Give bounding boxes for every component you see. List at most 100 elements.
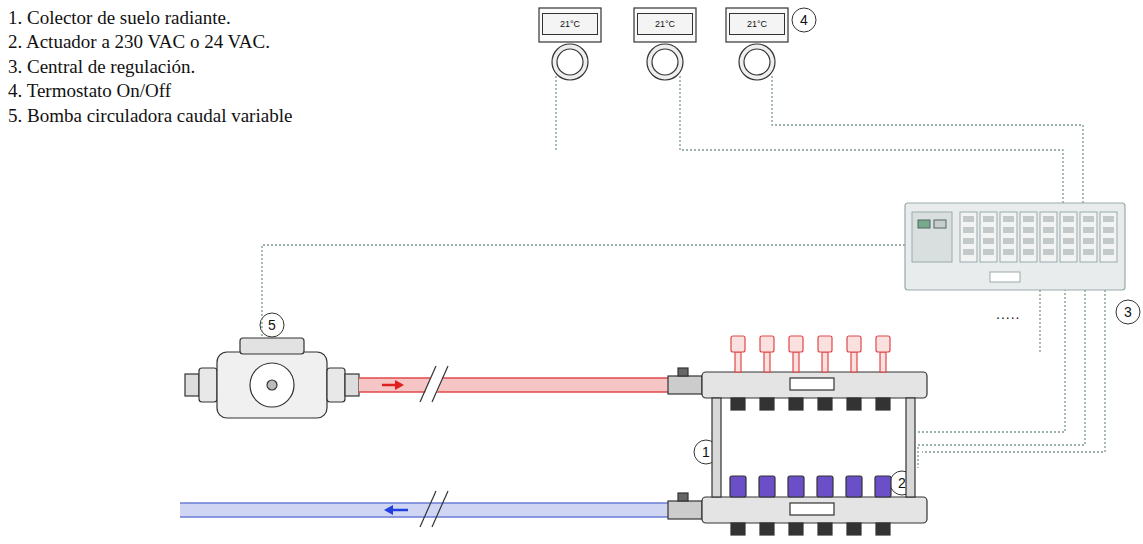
manifold-outlet	[847, 398, 861, 410]
terminal-module	[1103, 216, 1114, 222]
flow-meter	[822, 352, 828, 372]
thermostat-body	[647, 44, 683, 80]
control-wire	[555, 76, 556, 150]
terminal-module	[1080, 212, 1097, 262]
manifold-outlet	[876, 523, 890, 535]
continuation-mark: .....	[996, 306, 1020, 322]
terminal-module	[983, 238, 994, 244]
terminal-module	[1020, 212, 1037, 262]
control-wire	[1039, 290, 1040, 352]
part-list-item: 4. Termostato On/Off	[8, 79, 171, 103]
manifold	[702, 497, 927, 523]
manifold	[906, 398, 915, 497]
terminal-module	[1043, 238, 1054, 244]
callout-number: 1	[702, 444, 710, 460]
manifold-outlet	[876, 398, 890, 410]
control-unit	[934, 220, 946, 228]
circulator-pump	[185, 338, 359, 418]
terminal-module	[1043, 249, 1054, 255]
thermostat-body	[552, 44, 588, 80]
terminal-module	[1063, 227, 1074, 233]
supply-pipe	[420, 366, 436, 402]
return-pipe	[180, 491, 671, 527]
manifold-outlet	[818, 523, 832, 535]
circulator-pump	[327, 368, 345, 402]
manifold-outlet	[847, 523, 861, 535]
terminal-module	[983, 249, 994, 255]
thermostat-body	[739, 44, 775, 80]
actuator	[817, 476, 833, 497]
temperature-reading: 21°C	[655, 19, 675, 30]
manifold-outlet	[789, 523, 803, 535]
manifold	[730, 336, 891, 535]
terminal-module	[963, 249, 974, 255]
thermostat-body	[744, 49, 770, 75]
callout-circle	[260, 8, 1140, 495]
terminal-module	[980, 212, 997, 262]
flow-meter	[735, 352, 741, 372]
supply-pipe	[359, 377, 671, 379]
terminal-module	[1023, 216, 1034, 222]
part-list-item: 5. Bomba circuladora caudal variable	[8, 104, 292, 128]
terminal-module	[1060, 212, 1077, 262]
terminal-module	[1003, 238, 1014, 244]
control-wire	[680, 76, 1063, 203]
circulator-pump	[217, 352, 327, 418]
manifold	[678, 493, 688, 501]
terminal-module	[1043, 216, 1054, 222]
thermostat-body	[652, 49, 678, 75]
control-wire	[262, 245, 905, 340]
callout-circle	[1116, 300, 1140, 324]
flow-meter	[847, 336, 861, 352]
thermostat-display: 21°C	[637, 13, 693, 35]
thermostat-display: 21°C	[542, 13, 598, 35]
terminal-module	[1023, 249, 1034, 255]
return-pipe	[180, 502, 671, 504]
terminal-module	[1003, 216, 1014, 222]
control-unit	[990, 272, 1020, 282]
supply-pipe	[422, 370, 445, 400]
supply-pipe	[359, 391, 671, 393]
terminal-module	[1083, 227, 1094, 233]
terminal-module	[983, 227, 994, 233]
return-pipe	[420, 491, 436, 527]
flow-meter	[793, 352, 799, 372]
flow-meter	[880, 352, 886, 372]
control-unit	[918, 220, 930, 228]
control-wire	[922, 290, 1105, 452]
callout-number: 2	[898, 475, 906, 491]
circulator-pump	[240, 338, 304, 354]
thermostat-body	[634, 8, 696, 42]
terminal-module	[1000, 212, 1017, 262]
circulator-pump	[199, 368, 217, 402]
thermostat-body	[726, 8, 788, 42]
control-unit	[905, 203, 1125, 290]
flow-meter	[851, 352, 857, 372]
circulator-pump	[345, 374, 359, 396]
manifold	[790, 503, 834, 515]
control-unit	[960, 212, 1117, 262]
thermostat-body	[539, 8, 601, 42]
thermostat-display: 21°C	[729, 13, 785, 35]
terminal-module	[1040, 212, 1057, 262]
actuator	[730, 476, 746, 497]
return-pipe	[432, 491, 448, 527]
terminal-module	[1100, 212, 1117, 262]
flow-meter	[818, 336, 832, 352]
flow-meter	[760, 336, 774, 352]
callout-circle	[792, 8, 816, 32]
terminal-module	[963, 238, 974, 244]
part-list-item: 2. Actuador a 230 VAC o 24 VAC.	[8, 30, 270, 54]
manifold	[790, 378, 834, 390]
callout-number: 3	[1124, 304, 1132, 320]
terminal-module	[1083, 216, 1094, 222]
manifold	[678, 368, 688, 376]
temperature-reading: 21°C	[560, 19, 580, 30]
manifold-outlet	[789, 398, 803, 410]
actuator	[846, 476, 862, 497]
terminal-module	[1043, 227, 1054, 233]
supply-pipe	[395, 380, 404, 390]
terminal-module	[1103, 238, 1114, 244]
part-list-item: 1. Colector de suelo radiante.	[8, 6, 231, 30]
